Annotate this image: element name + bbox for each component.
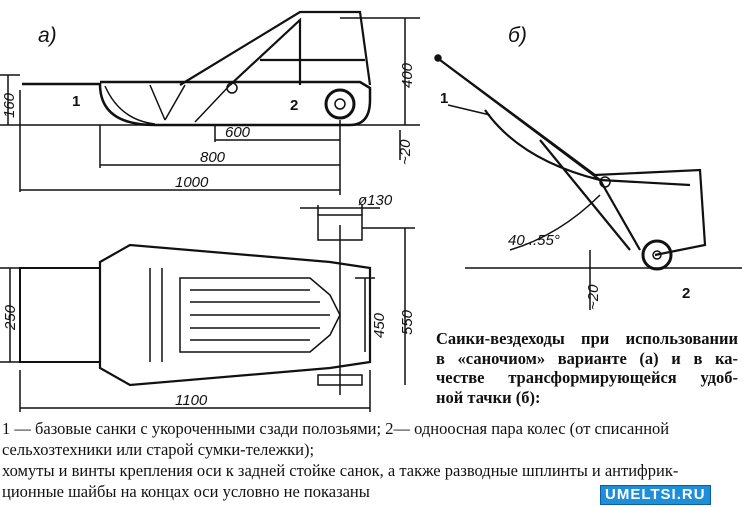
figure-caption: Саики-вездеходы при использовании в «сан… bbox=[436, 329, 738, 407]
caption-line: ной тачки (б): bbox=[436, 387, 541, 407]
dim-length: 1100 bbox=[175, 392, 208, 409]
dim-total-height: 400 bbox=[399, 62, 416, 88]
label-2-a: 2 bbox=[290, 97, 298, 114]
view-a-side: а) 160 400 600 800 1000 ~20 1 2 bbox=[0, 10, 420, 195]
dim-600: 600 bbox=[225, 124, 251, 141]
legend-line: хомуты и винты крепления оси к задней ст… bbox=[2, 461, 679, 480]
dim-wheel-diameter: ø130 bbox=[358, 192, 393, 209]
label-1-b: 1 bbox=[440, 90, 448, 107]
dim-clearance-b: ~20 bbox=[585, 284, 602, 310]
label-2-b: 2 bbox=[682, 285, 690, 302]
dim-450: 450 bbox=[371, 312, 388, 338]
legend-line: ционные шайбы на концах оси условно не п… bbox=[2, 482, 370, 501]
figure-legend: 1 — базовые санки с укороченными сзади п… bbox=[2, 418, 742, 502]
label-1-a: 1 bbox=[72, 93, 80, 110]
angle-label: 40...55° bbox=[508, 232, 560, 249]
dim-1000: 1000 bbox=[175, 174, 209, 191]
dim-height: 160 bbox=[1, 92, 18, 118]
legend-line: 1 — базовые санки с укороченными сзади п… bbox=[2, 419, 670, 438]
caption-line: честве трансформирующейся удоб- bbox=[436, 368, 738, 387]
dim-clearance-a: ~20 bbox=[397, 139, 414, 165]
view-a-label: а) bbox=[38, 24, 57, 47]
legend-line: сельхозтехники или старой сумки-тележки)… bbox=[2, 440, 315, 459]
watermark: UMELTSI.RU bbox=[600, 485, 711, 505]
view-b-label: б) bbox=[508, 24, 527, 47]
caption-line: в «саночиом» варианте (а) и в ка- bbox=[436, 348, 738, 368]
view-b: б) 40...55° ~20 1 2 bbox=[434, 24, 742, 310]
caption-line: Саики-вездеходы при использовании bbox=[436, 329, 738, 348]
dim-550: 550 bbox=[399, 309, 416, 335]
dim-800: 800 bbox=[200, 149, 226, 166]
dim-width: 250 bbox=[2, 304, 19, 331]
view-a-plan: ø130 250 450 550 1100 bbox=[0, 192, 416, 412]
